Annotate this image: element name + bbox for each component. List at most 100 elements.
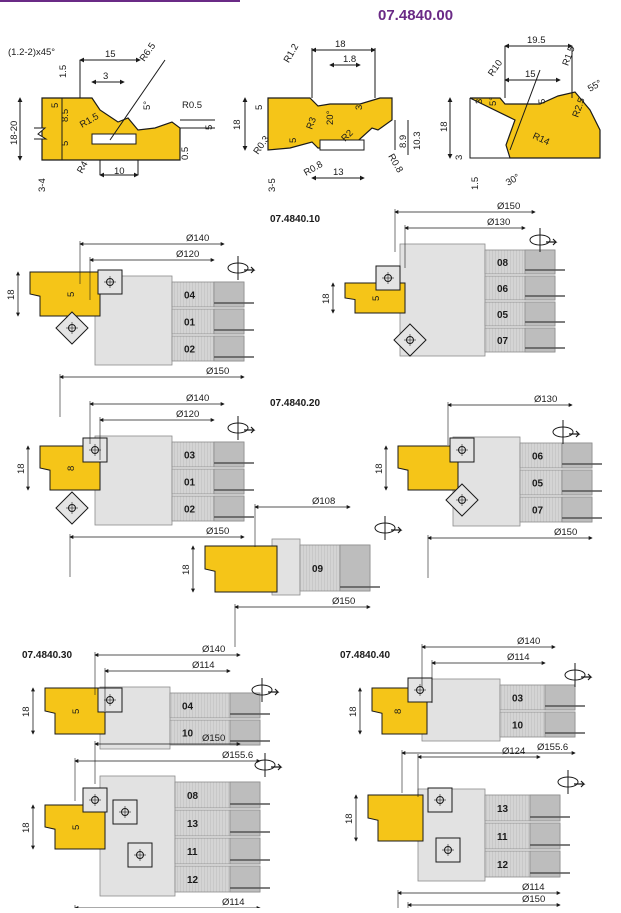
height-dim-label: 18 <box>21 706 32 717</box>
part-code-12: 12 <box>187 875 199 886</box>
cutter-hub <box>339 544 371 592</box>
dim-18b: 1.8 <box>343 54 356 65</box>
dim-cut: 5 <box>71 709 82 714</box>
dim-chamfer: (1.2-2)x45° <box>8 47 55 58</box>
dim-r12: R1.2 <box>282 42 302 65</box>
diameter-bottom-label: Ø114 <box>522 882 545 893</box>
rotation-direction-icon <box>557 770 586 794</box>
part-code-02: 02 <box>184 345 196 356</box>
dim-34: 3-4 <box>37 178 48 192</box>
rotation-arrow <box>244 266 256 274</box>
dim-3b: 3 <box>454 155 465 160</box>
dim-3: 3 <box>103 71 108 82</box>
part-code-03: 03 <box>184 451 196 462</box>
knife-insert <box>55 311 89 345</box>
knife-insert <box>97 687 123 713</box>
part-code-05: 05 <box>497 310 509 321</box>
knife-insert <box>97 269 123 295</box>
part-code-11: 11 <box>187 847 198 858</box>
diameter-top-label: Ø108 <box>312 496 335 507</box>
dim-r4: R4 <box>75 159 91 175</box>
dim-13: 13 <box>333 167 344 178</box>
dim-5deg: 5° <box>488 97 499 106</box>
rotation-arrow <box>271 763 283 771</box>
dim-3: 3 <box>474 99 485 104</box>
knife-insert <box>393 323 427 357</box>
dim-15b: 1.5 <box>470 177 481 190</box>
dim-10: 10 <box>114 166 125 177</box>
profile-1: (1.2-2)x45° 15 R6.5 1.5 3 5 8.5 18-20 R1… <box>8 41 215 192</box>
dim-35: 3-5 <box>267 178 278 192</box>
diameter-bottom-label: Ø114 <box>222 897 245 908</box>
knife-insert <box>407 677 433 703</box>
rotation-direction-icon <box>374 516 403 540</box>
dim-55deg: 55° <box>586 78 604 95</box>
part-code-02: 02 <box>184 505 196 516</box>
dim-r65: R6.5 <box>138 41 159 64</box>
rotation-arrow <box>268 688 280 696</box>
knife-insert <box>445 483 479 517</box>
diameter-mid-label: Ø114 <box>192 660 215 671</box>
diameter-bottom-label: Ø150 <box>554 527 577 538</box>
part-code-11: 11 <box>497 832 508 843</box>
height-dim-label: 18 <box>16 463 27 474</box>
knife-insert <box>427 787 453 813</box>
diameter-mid-label: Ø114 <box>507 652 530 663</box>
part-code-07: 07 <box>532 506 544 517</box>
dim-5: 5 <box>50 103 61 108</box>
dim-20deg: 20° <box>325 110 336 125</box>
rotation-direction-icon <box>254 753 283 777</box>
height-dim-label: 18 <box>181 564 192 575</box>
height-dim-label: 18 <box>321 293 332 304</box>
knife-insert <box>127 842 153 868</box>
height-dim-label: 18 <box>348 706 359 717</box>
workpiece <box>29 271 101 317</box>
part-code-08: 08 <box>187 791 199 802</box>
height-dim-label: 18 <box>344 813 355 824</box>
part-code-13: 13 <box>497 804 509 815</box>
dim-18c: 18 <box>232 119 243 130</box>
cutter-stack: 13 11 12 <box>484 794 570 878</box>
diameter-top-label: Ø140 <box>186 233 209 244</box>
dim-85: 8.5 <box>60 109 71 122</box>
article-number: 07.4840.00 <box>378 7 453 24</box>
diameter-mid-label: Ø120 <box>176 409 199 420</box>
diameter-bottom-label: Ø155.6 <box>222 750 253 761</box>
rotation-direction-icon <box>552 420 581 444</box>
knife-plate <box>82 787 108 813</box>
knife-insert <box>449 437 475 463</box>
dim-r10: R10 <box>486 58 505 79</box>
header-rule <box>0 0 240 2</box>
height-dim-label: 18 <box>21 822 32 833</box>
dim-3: 3 <box>354 105 365 110</box>
knife-insert <box>375 265 401 291</box>
rotation-arrow <box>546 238 558 246</box>
dim-89: 8.9 <box>398 135 409 148</box>
cutter-stack: 09 <box>299 544 380 592</box>
rotation-direction-icon <box>251 678 280 702</box>
part-code-12: 12 <box>497 860 509 871</box>
part-code-07: 07 <box>497 336 509 347</box>
dim-195: 19.5 <box>527 35 546 46</box>
diameter-bottom-label: Ø150 <box>206 366 229 377</box>
knife-insert <box>112 799 138 825</box>
dim-15b: 1.5 <box>58 65 69 78</box>
section-label-40: 07.4840.40 <box>340 650 390 661</box>
dim-r15: R1.5 <box>560 45 577 68</box>
dim-5deg: 5° <box>142 101 153 110</box>
part-code-05: 05 <box>532 479 544 490</box>
part-code-10: 10 <box>182 729 194 740</box>
cutter-head-body <box>94 275 173 366</box>
diameter-top-label: Ø150 <box>202 733 225 744</box>
